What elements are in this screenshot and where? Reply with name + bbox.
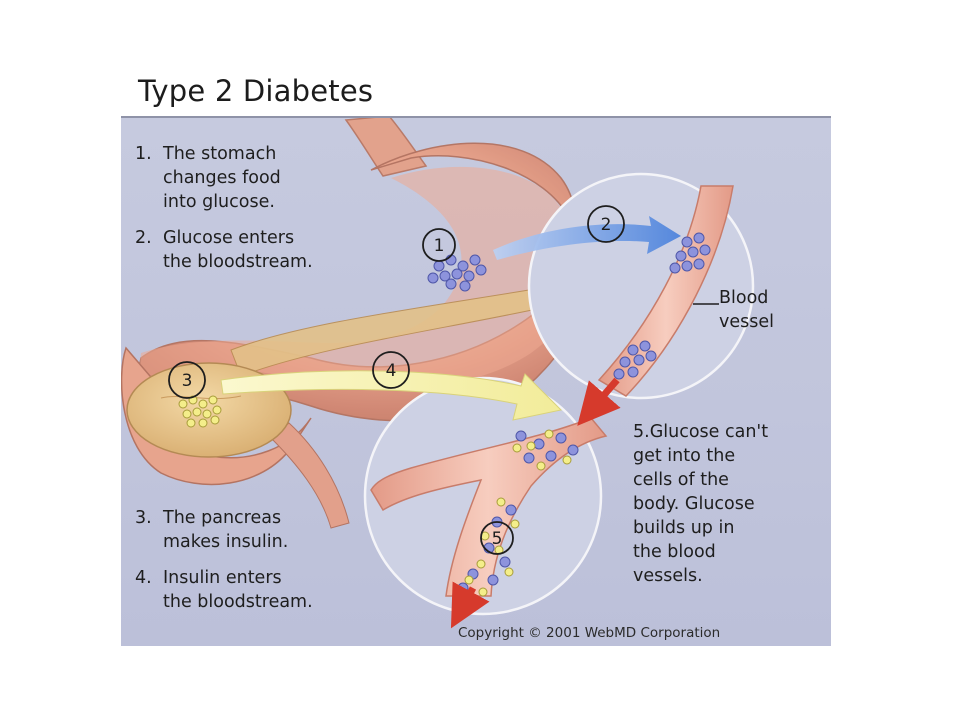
steps-top: 1. The stomach changes food into glucose… — [135, 142, 313, 286]
svg-text:1: 1 — [434, 236, 445, 256]
arrow-glucose-to-vessel — [493, 216, 681, 260]
blood-vessel-label: Blood vessel — [719, 288, 774, 332]
blood-vessel-bottom — [370, 417, 608, 597]
marker-1: 1 — [422, 228, 456, 262]
svg-text:4: 4 — [386, 361, 397, 381]
arrow-insulin-to-vessel — [220, 370, 563, 421]
svg-text:5: 5 — [492, 529, 503, 549]
step-number: 3. — [135, 508, 152, 528]
step-number: 2. — [135, 228, 152, 248]
step-text: Glucose enters the bloodstream. — [163, 228, 313, 272]
step-5-text: 5.Glucose can't get into the cells of th… — [633, 422, 769, 586]
arrow-red-top — [577, 377, 621, 426]
glucose-insulin-cluster-bottom — [457, 429, 579, 597]
copyright-notice: Copyright © 2001 WebMD Corporation — [458, 625, 721, 641]
insulin-cluster-pancreas — [178, 395, 222, 428]
marker-2: 2 — [587, 205, 625, 243]
step-4: 4. Insulin enters the bloodstream. — [135, 566, 313, 614]
esophagus — [344, 118, 428, 177]
step-number: 1. — [135, 144, 152, 164]
svg-text:2: 2 — [601, 215, 612, 235]
svg-text:3: 3 — [182, 371, 193, 391]
step-2: 2. Glucose enters the bloodstream. — [135, 226, 313, 274]
step-3: 3. The pancreas makes insulin. — [135, 506, 313, 554]
diagram-panel: 1 2 3 4 5 1. The stomach changes food in… — [121, 116, 831, 646]
step-number: 4. — [135, 568, 152, 588]
marker-3: 3 — [168, 361, 206, 399]
step-text: The pancreas makes insulin. — [163, 508, 289, 552]
step-text: The stomach changes food into glucose. — [163, 144, 281, 212]
glucose-cluster-stomach — [427, 254, 487, 292]
glucose-cluster-vessel — [613, 232, 711, 380]
step-1: 1. The stomach changes food into glucose… — [135, 142, 313, 214]
step-text: Insulin enters the bloodstream. — [163, 568, 313, 612]
marker-4: 4 — [372, 351, 410, 389]
arrow-red-bottom — [450, 581, 490, 629]
diagram-illustration: 1 2 3 4 5 — [121, 118, 755, 629]
diagram-title: Type 2 Diabetes — [138, 74, 374, 108]
steps-bottom: 3. The pancreas makes insulin. 4. Insuli… — [135, 506, 313, 626]
marker-5: 5 — [480, 521, 514, 555]
